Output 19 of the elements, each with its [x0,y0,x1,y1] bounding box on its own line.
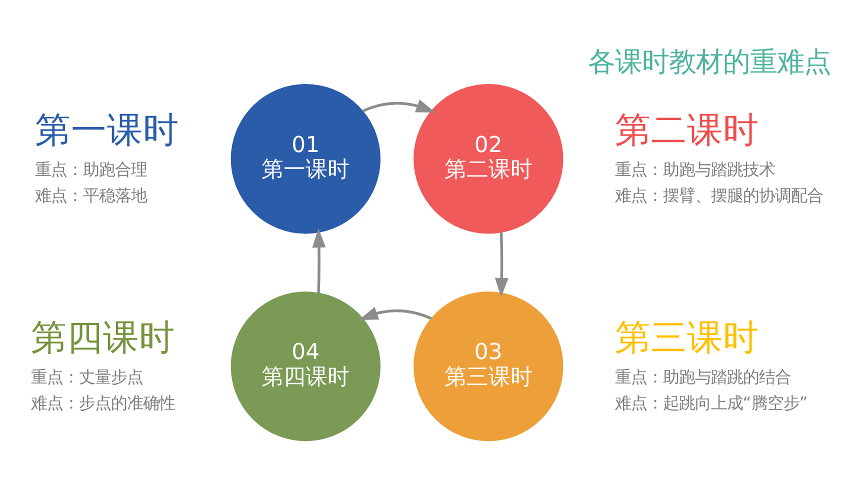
diagram-title: 各课时教材的重难点 [588,46,832,78]
arrow [362,100,436,113]
node-label: 重点：助跑与踏跳技术 [614,160,775,179]
arrow [494,232,508,298]
node-label: 难点：起跳向上成“腾空步” [614,393,808,412]
node-label: 难点：平稳落地 [35,186,148,205]
node-label: 难点：摆臂、摆腿的协调配合 [614,186,823,205]
node-circle: 01 第一课时 [230,84,381,234]
node-label: 第二课时 [614,110,759,152]
arrow [312,228,326,294]
node-label: 重点：丈量步点 [30,367,143,386]
node-circle: 03 第三课时 [414,291,564,442]
node-label: 第四课时 [30,318,175,359]
node-label: 重点：助跑与踏跳的结合 [614,367,791,386]
node-label: 第一课时 [35,110,180,152]
node-label: 第三课时 [614,318,759,359]
arrow [358,306,432,320]
node-label: 难点：步点的准确性 [30,393,175,412]
node-label: 重点：助跑合理 [35,160,148,179]
